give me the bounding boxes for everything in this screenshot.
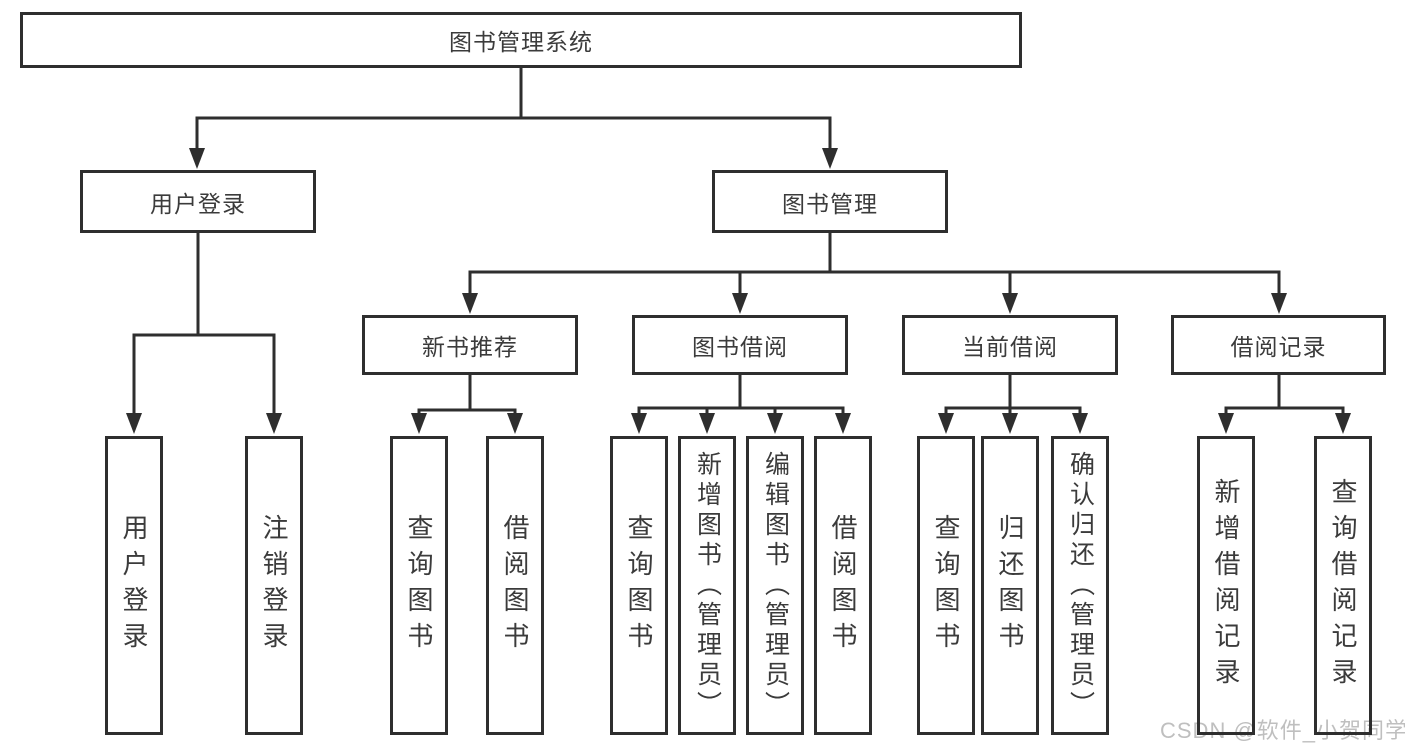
node-current-borrowing: 当前借阅 — [902, 315, 1118, 375]
leaf-confirm-return-admin: 确认归还（管理员） — [1051, 436, 1109, 735]
leaf-add-book-admin: 新增图书（管理员） — [678, 436, 736, 735]
node-borrowing-records-label: 借阅记录 — [1230, 334, 1327, 360]
leaf-query-books-3: 查询图书 — [917, 436, 975, 735]
leaf-add-borrow-record-label: 新增借阅记录 — [1211, 477, 1241, 694]
node-new-book-recommend-label: 新书推荐 — [422, 334, 518, 360]
leaf-borrow-books-2-label: 借阅图书 — [828, 513, 858, 658]
leaf-borrow-books-2: 借阅图书 — [814, 436, 872, 735]
node-root-label: 图书管理系统 — [449, 29, 593, 55]
leaf-query-books-1-label: 查询图书 — [404, 513, 434, 658]
leaf-query-books-2-label: 查询图书 — [624, 513, 654, 658]
leaf-query-borrow-record: 查询借阅记录 — [1314, 436, 1372, 735]
connector-current-borrow-to-leaves — [938, 373, 1088, 434]
connector-borrow-records-to-leaves — [1218, 373, 1351, 434]
node-book-borrowing-label: 图书借阅 — [692, 334, 788, 360]
node-current-borrowing-label: 当前借阅 — [962, 334, 1058, 360]
connector-user-login-to-leaves — [126, 231, 282, 434]
leaf-add-book-admin-label: 新增图书（管理员） — [693, 450, 722, 721]
connector-book-mgmt-to-level3 — [462, 231, 1287, 314]
node-book-management: 图书管理 — [712, 170, 948, 233]
leaf-add-borrow-record: 新增借阅记录 — [1197, 436, 1255, 735]
leaf-query-books-1: 查询图书 — [390, 436, 448, 735]
node-root-system: 图书管理系统 — [20, 12, 1022, 68]
leaf-confirm-return-admin-label: 确认归还（管理员） — [1066, 450, 1095, 721]
connector-book-borrow-to-leaves — [631, 373, 851, 434]
leaf-query-books-2: 查询图书 — [610, 436, 668, 735]
leaf-edit-book-admin: 编辑图书（管理员） — [746, 436, 804, 735]
leaf-borrow-books-1: 借阅图书 — [486, 436, 544, 735]
node-new-book-recommend: 新书推荐 — [362, 315, 578, 375]
leaf-user-login: 用户登录 — [105, 436, 163, 735]
leaf-query-borrow-record-label: 查询借阅记录 — [1328, 477, 1358, 694]
csdn-watermark: CSDN @软件_小贺同学 — [1160, 718, 1405, 743]
node-book-borrowing: 图书借阅 — [632, 315, 848, 375]
node-borrowing-records: 借阅记录 — [1171, 315, 1386, 375]
connector-new-rec-to-leaves — [411, 373, 523, 434]
leaf-user-login-label: 用户登录 — [119, 513, 149, 658]
leaf-logout-label: 注销登录 — [259, 513, 289, 658]
connector-root-to-level2 — [189, 66, 838, 169]
leaf-logout: 注销登录 — [245, 436, 303, 735]
leaf-return-book-label: 归还图书 — [995, 513, 1025, 658]
node-user-login-label: 用户登录 — [150, 190, 246, 217]
leaf-edit-book-admin-label: 编辑图书（管理员） — [761, 450, 790, 721]
leaf-return-book: 归还图书 — [981, 436, 1039, 735]
leaf-query-books-3-label: 查询图书 — [931, 513, 961, 658]
leaf-borrow-books-1-label: 借阅图书 — [500, 513, 530, 658]
node-user-login: 用户登录 — [80, 170, 316, 233]
node-book-management-label: 图书管理 — [782, 190, 878, 217]
